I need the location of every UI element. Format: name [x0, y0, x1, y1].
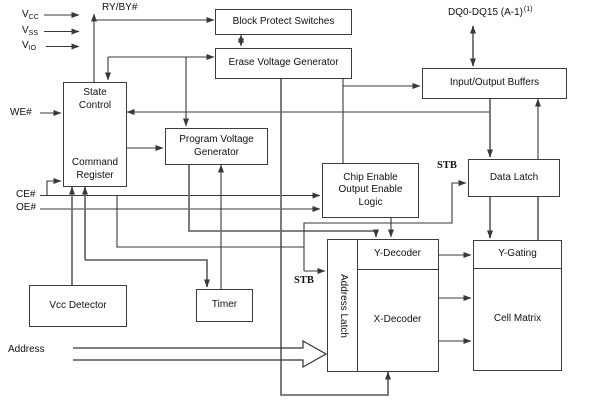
- state-control-box: State Control Command Register: [63, 82, 127, 187]
- vio-pin-label: VIO: [22, 40, 36, 52]
- data-latch-label: Data Latch: [489, 171, 539, 183]
- timer-box: Timer: [196, 289, 253, 322]
- vss-pin-label: VSS: [22, 25, 38, 37]
- dq-main: DQ0-DQ15 (A-1): [448, 7, 524, 18]
- vss-subscript: SS: [28, 30, 39, 37]
- decoder-complex-box: Address Latch Y-Decoder X-Decoder: [327, 239, 439, 372]
- timer-label: Timer: [211, 299, 238, 311]
- y-decoder-section: Y-Decoder: [357, 240, 438, 270]
- program-voltage-label: Program Voltage Generator: [179, 134, 254, 158]
- ce-pin-label: CE#: [16, 189, 36, 200]
- chip-enable-logic-box: Chip Enable Output Enable Logic: [322, 163, 419, 218]
- vcc-main: V: [22, 9, 29, 20]
- array-complex-box: Y-Gating Cell Matrix: [473, 240, 562, 371]
- pvg-to-ydecoder: [188, 163, 379, 238]
- cell-matrix-section: Cell Matrix: [474, 268, 561, 370]
- state-control-label: State Control: [78, 87, 112, 111]
- ryby-pin-label: RY/BY#: [102, 2, 138, 13]
- program-voltage-generator-box: Program Voltage Generator: [165, 128, 268, 165]
- register-to-timer: [85, 259, 210, 288]
- stb-label-address-latch: STB: [294, 275, 314, 286]
- vcc-subscript: CC: [28, 14, 39, 21]
- y-decoder-label: Y-Decoder: [374, 248, 421, 260]
- stb-label-data-latch: STB: [437, 160, 457, 171]
- x-decoder-label: X-Decoder: [373, 313, 422, 325]
- oe-pin-label: OE#: [16, 202, 37, 213]
- erase-voltage-label: Erase Voltage Generator: [228, 57, 339, 69]
- address-latch-label: Address Latch: [337, 273, 349, 338]
- y-gating-label: Y-Gating: [498, 248, 537, 260]
- stb-to-datalatch: [303, 180, 467, 271]
- erase-voltage-generator-box: Erase Voltage Generator: [215, 48, 352, 79]
- block-protect-label: Block Protect Switches: [232, 15, 335, 27]
- vcc-detector-box: Vcc Detector: [29, 285, 127, 327]
- vcc-pin-label: VCC: [22, 9, 39, 21]
- vss-main: V: [22, 25, 29, 36]
- vcc-detector-label: Vcc Detector: [49, 299, 107, 311]
- block-protect-switches-box: Block Protect Switches: [215, 9, 352, 35]
- io-buffers-box: Input/Output Buffers: [422, 68, 567, 99]
- address-pin-label: Address: [8, 344, 45, 355]
- ce-register-elbow: [46, 178, 62, 196]
- address-latch-section: Address Latch: [328, 240, 358, 371]
- vio-main: V: [22, 40, 29, 51]
- we-pin-label: WE#: [10, 107, 32, 118]
- dq-superscript: (1): [523, 6, 533, 13]
- x-decoder-section: X-Decoder: [357, 269, 438, 371]
- y-gating-section: Y-Gating: [474, 241, 561, 269]
- command-register-label: Command Register: [71, 157, 119, 181]
- dq-pin-label: DQ0-DQ15 (A-1) (1): [448, 6, 532, 18]
- stb-from-ce: [116, 195, 304, 248]
- data-latch-box: Data Latch: [468, 159, 560, 197]
- io-buffers-label: Input/Output Buffers: [449, 77, 540, 89]
- cell-matrix-label: Cell Matrix: [493, 312, 542, 324]
- vio-subscript: IO: [28, 45, 37, 52]
- evg-to-xdecoder: [280, 77, 391, 396]
- address-bus-arrow: [73, 339, 328, 369]
- chip-enable-logic-label: Chip Enable Output Enable Logic: [338, 171, 403, 208]
